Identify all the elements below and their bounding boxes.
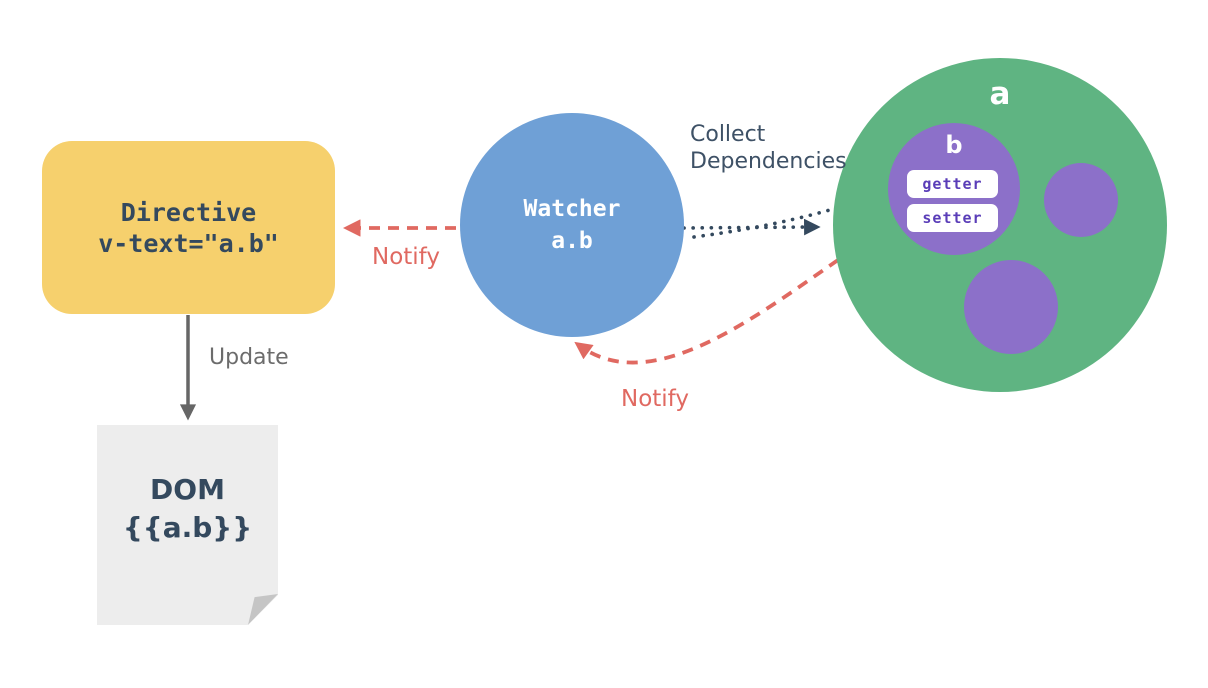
property-circle [964, 260, 1058, 354]
watcher-circle: Watcher a.b [460, 113, 684, 337]
dom-paper: DOM {{a.b}} [97, 425, 278, 625]
setter-label: setter [922, 209, 983, 227]
collect-dependencies-label: Collect Dependencies [690, 122, 847, 174]
directive-box: Directive v-text="a.b" [42, 141, 335, 314]
dom-text: DOM {{a.b}} [97, 471, 278, 547]
directive-expression: v-text="a.b" [98, 228, 279, 258]
notify-label-bottom: Notify [621, 386, 689, 412]
dom-name: DOM [150, 473, 225, 506]
directive-name: Directive [120, 197, 257, 227]
setter-pill: setter [907, 204, 998, 232]
data-object-label: a [989, 76, 1011, 112]
dom-binding: {{a.b}} [122, 511, 253, 544]
watcher-expression: a.b [551, 228, 593, 254]
watcher-name: Watcher [523, 196, 621, 222]
property-circle [1044, 163, 1118, 237]
collect-dependency-arrow-object [682, 218, 821, 236]
notify-label-left: Notify [372, 244, 440, 270]
paper-fold-corner [248, 594, 278, 625]
getter-label: getter [922, 175, 983, 193]
nested-object-label: b [945, 131, 963, 159]
update-label: Update [209, 345, 289, 370]
getter-pill: getter [907, 170, 998, 198]
